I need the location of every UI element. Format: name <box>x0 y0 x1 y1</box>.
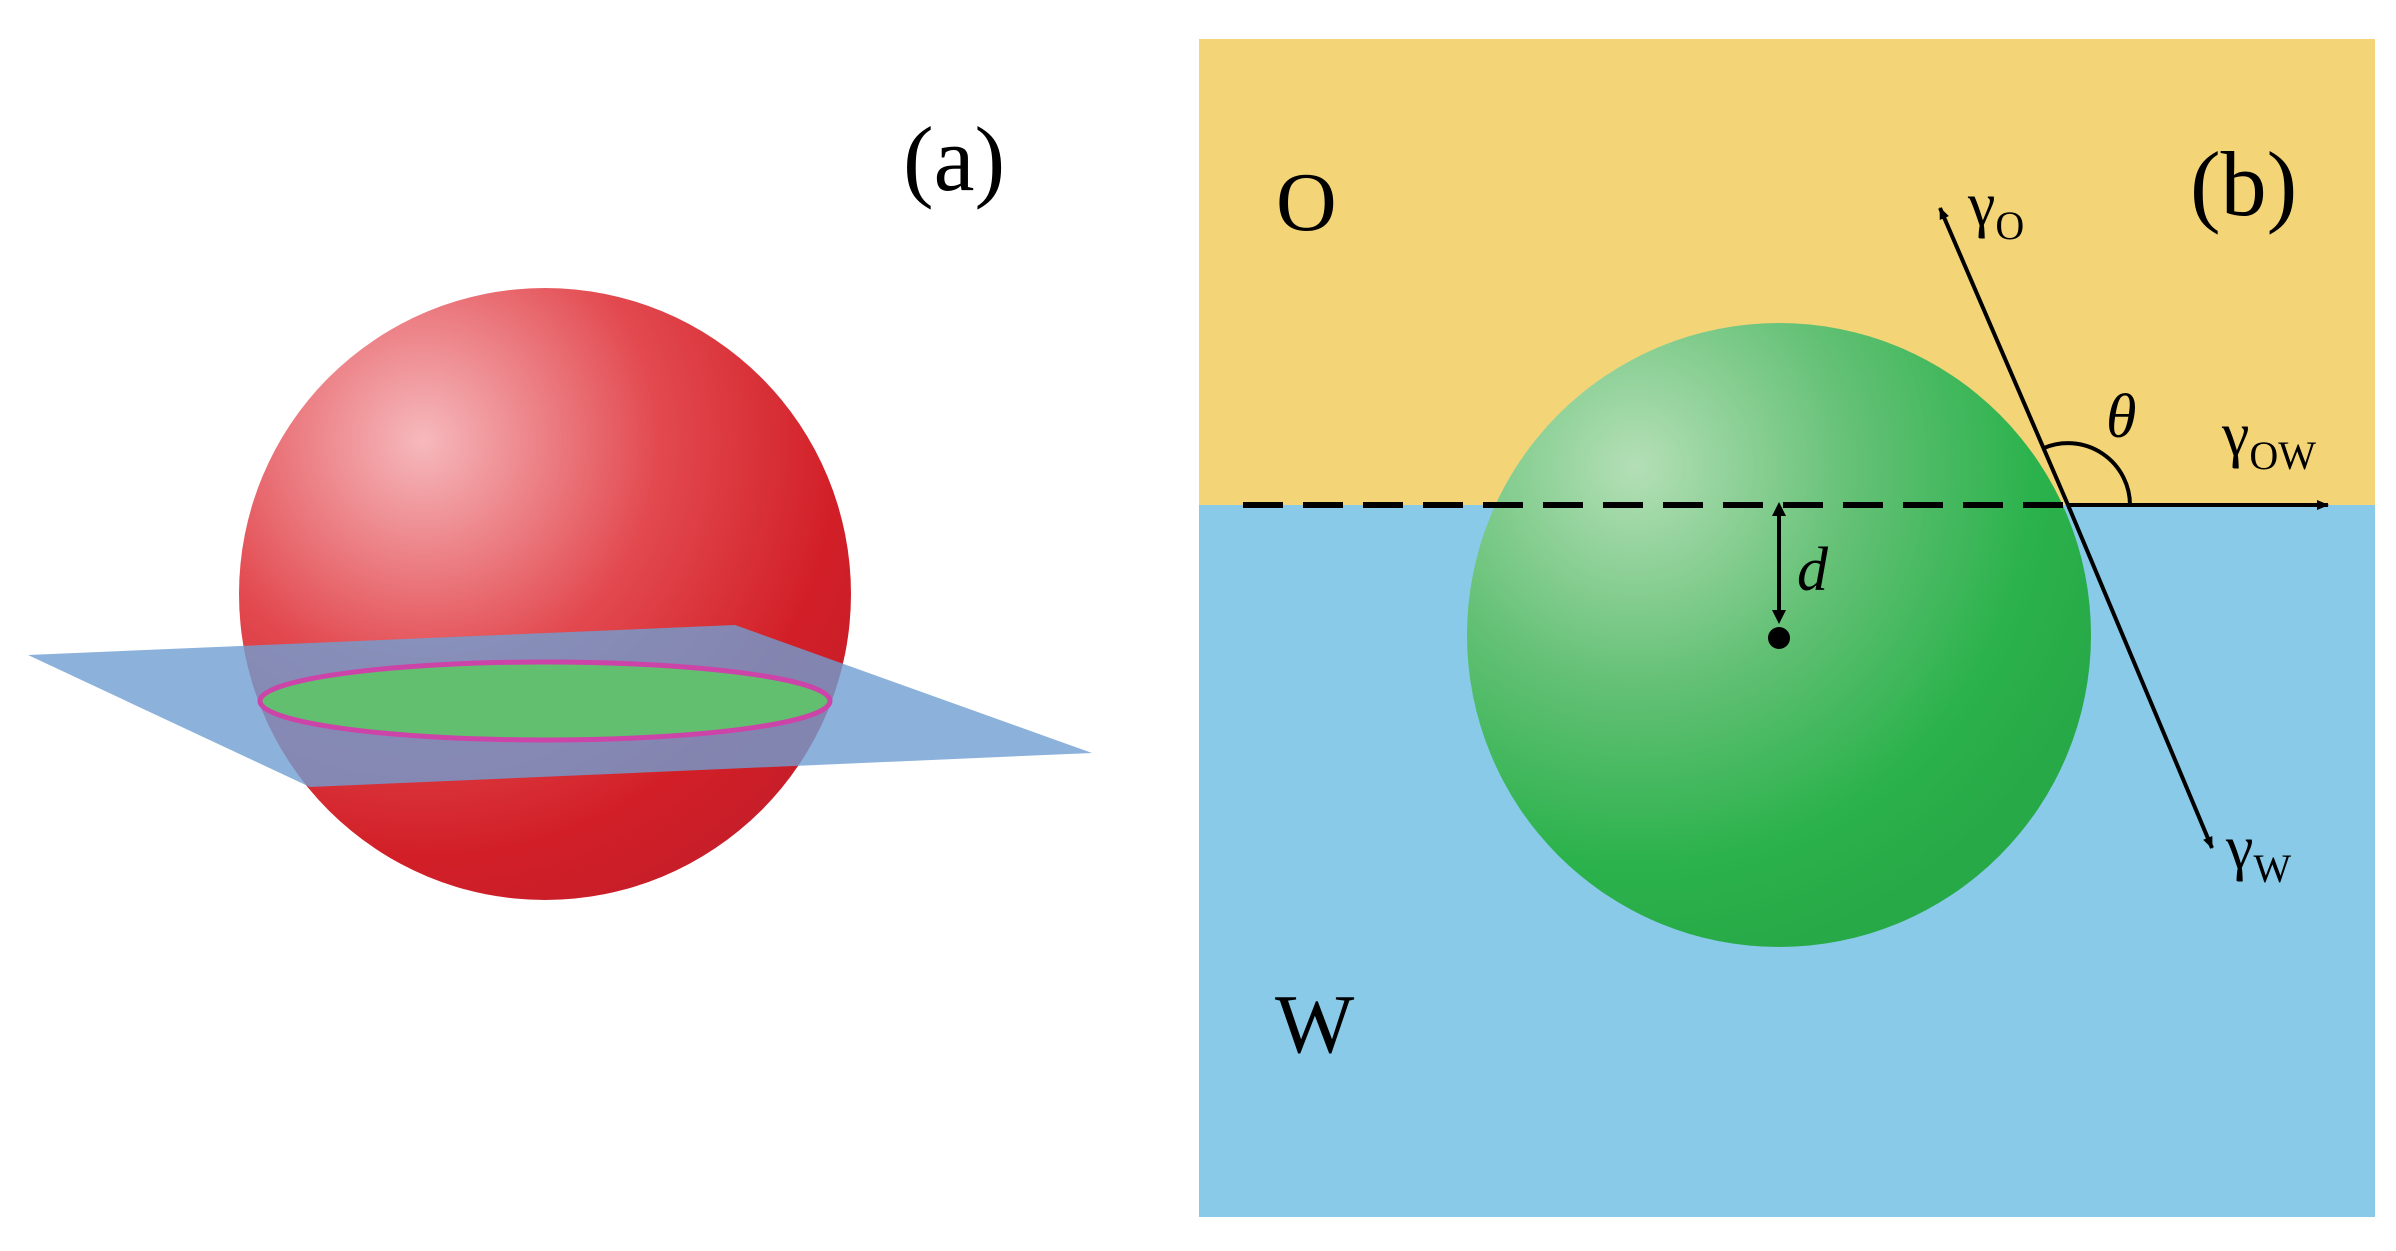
cross-section-disk <box>257 659 833 743</box>
gamma-w-arrow <box>2066 504 2214 849</box>
gamma-ow-label: γOW <box>2221 401 2316 478</box>
panel-a: (a) <box>28 108 1092 900</box>
red-sphere <box>239 288 851 900</box>
panel-b-label: (b) <box>2190 133 2297 235</box>
gamma-o-arrow <box>1938 207 2070 506</box>
water-label: W <box>1275 978 1355 1071</box>
d-arrow-top <box>1772 502 1786 516</box>
d-arrow-bottom <box>1772 610 1786 624</box>
panel-a-label: (a) <box>903 108 1005 210</box>
gamma-o-label: γO <box>1967 171 2024 248</box>
theta-label: θ <box>2106 383 2136 451</box>
oil-label: O <box>1276 156 1337 249</box>
panel-b: (b) O W γO γW γOW θ d <box>1199 39 2375 1217</box>
particle-center-dot <box>1768 627 1790 649</box>
d-label: d <box>1797 536 1829 604</box>
theta-angle-arc <box>2043 441 2132 506</box>
gamma-w-label: γW <box>2225 814 2291 891</box>
